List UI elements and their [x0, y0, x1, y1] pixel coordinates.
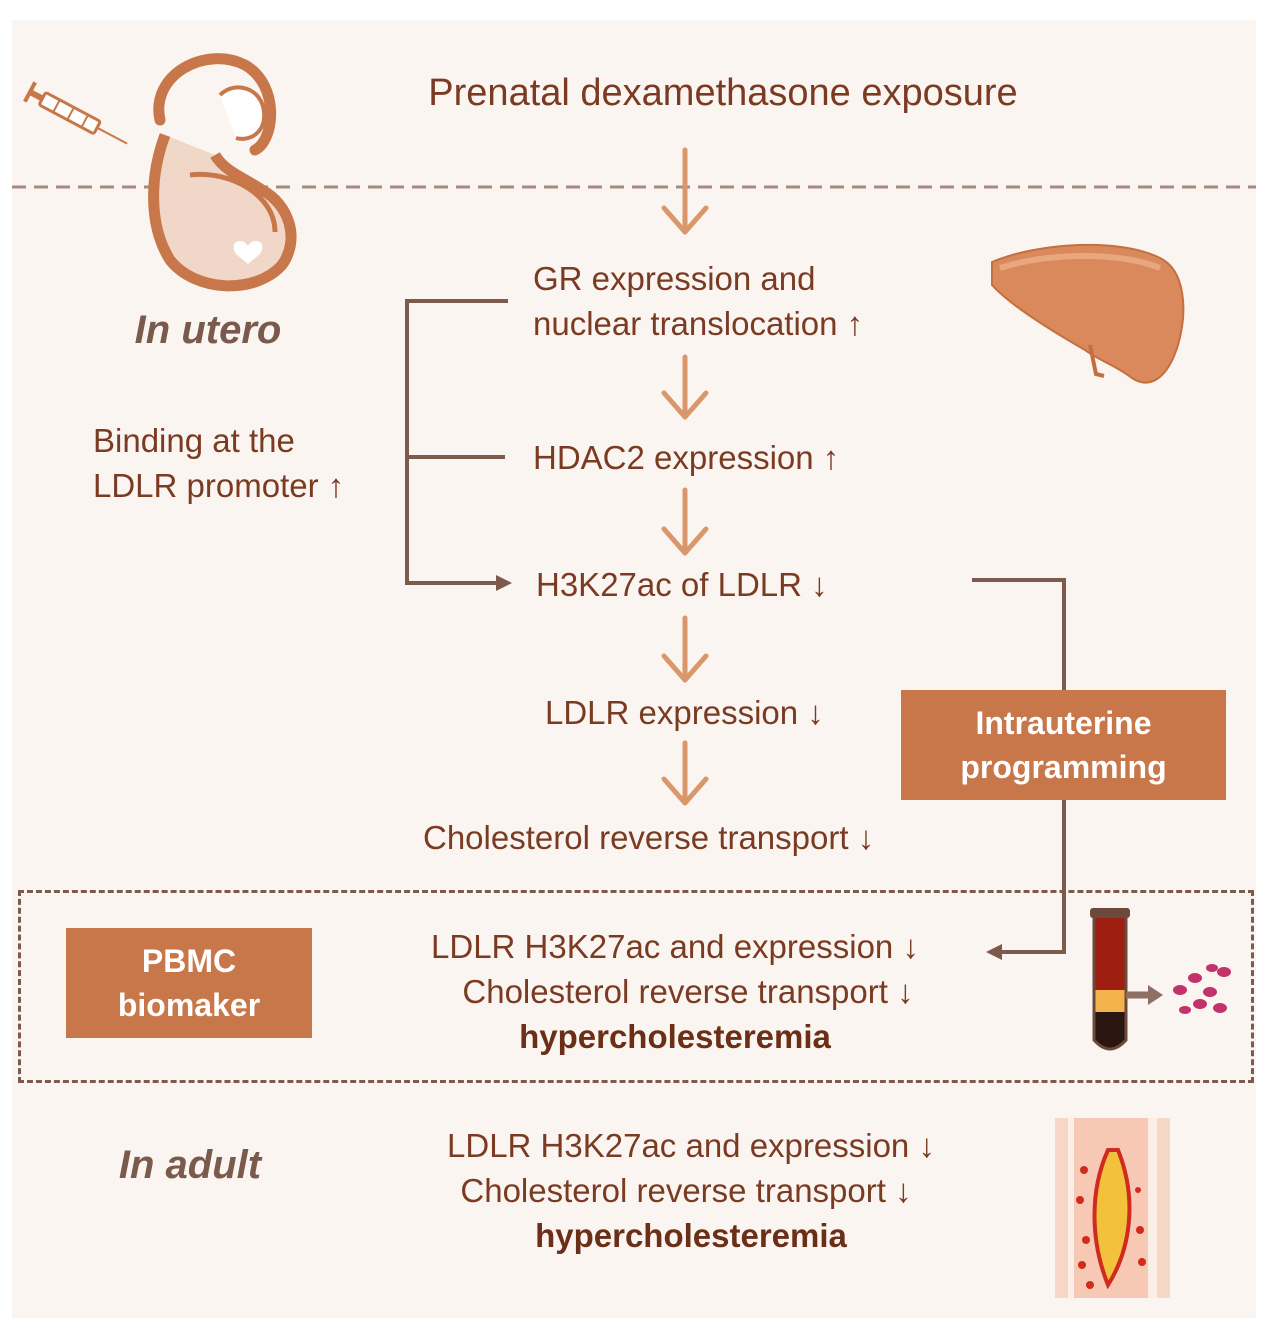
binding-label-line2: LDLR promoter ↑ [93, 467, 345, 504]
flow-arrow [661, 487, 709, 556]
pregnant-woman-icon [148, 53, 297, 292]
pbmc-results-line2: Cholesterol reverse transport ↓ [462, 973, 914, 1010]
flow-arrow [661, 615, 709, 683]
step-gr-line1: GR expression and [533, 260, 816, 297]
step-hdac2-expression: HDAC2 expression ↑ [533, 439, 840, 476]
liver-icon [991, 243, 1185, 384]
pbmc-region [18, 890, 1254, 1083]
intrauterine-box-line1: Intrauterine [975, 705, 1152, 741]
pbmc-results-line3: hypercholesteremia [519, 1018, 831, 1055]
bracket-arrowhead [496, 575, 512, 591]
pbmc-results: LDLR H3K27ac and expression ↓ Cholestero… [360, 924, 990, 1059]
adult-results: LDLR H3K27ac and expression ↓ Cholestero… [376, 1123, 1006, 1258]
adult-results-line1: LDLR H3K27ac and expression ↓ [447, 1127, 935, 1164]
flow-arrow [661, 740, 709, 806]
step-gr-expression: GR expression and nuclear translocation … [533, 256, 863, 346]
intrauterine-programming-box: Intrauterine programming [901, 690, 1226, 800]
in-adult-label: In adult [118, 1143, 262, 1187]
binding-label-line1: Binding at the [93, 422, 295, 459]
pbmc-results-line1: LDLR H3K27ac and expression ↓ [431, 928, 919, 965]
blood-tube-icon [1090, 908, 1130, 1051]
promoter-bracket [405, 299, 508, 585]
programming-arrowhead [986, 944, 1002, 960]
binding-label: Binding at the LDLR promoter ↑ [93, 418, 344, 508]
pbmc-box-line2: biomaker [117, 987, 261, 1023]
intrauterine-box-line2: programming [960, 749, 1167, 785]
step-cholesterol-transport: Cholesterol reverse transport ↓ [423, 819, 875, 856]
flow-arrow [661, 354, 709, 420]
step-ldlr-expression: LDLR expression ↓ [545, 694, 824, 731]
in-utero-label: In utero [134, 308, 282, 352]
adult-results-line3: hypercholesteremia [535, 1217, 847, 1254]
step-h3k27ac: H3K27ac of LDLR ↓ [536, 566, 828, 603]
pbmc-biomarker-box: PBMC biomaker [66, 928, 312, 1038]
adult-results-line2: Cholesterol reverse transport ↓ [460, 1172, 912, 1209]
step-gr-line2: nuclear translocation ↑ [533, 305, 864, 342]
flow-arrow [661, 147, 709, 235]
pbmc-box-line1: PBMC [141, 943, 237, 979]
artery-plaque-icon [1055, 1118, 1170, 1298]
tube-arrow [1126, 985, 1163, 1005]
blood-cells-icon [1173, 964, 1231, 1014]
syringe-icon [23, 81, 128, 145]
diagram-title: Prenatal dexamethasone exposure [428, 72, 1018, 114]
